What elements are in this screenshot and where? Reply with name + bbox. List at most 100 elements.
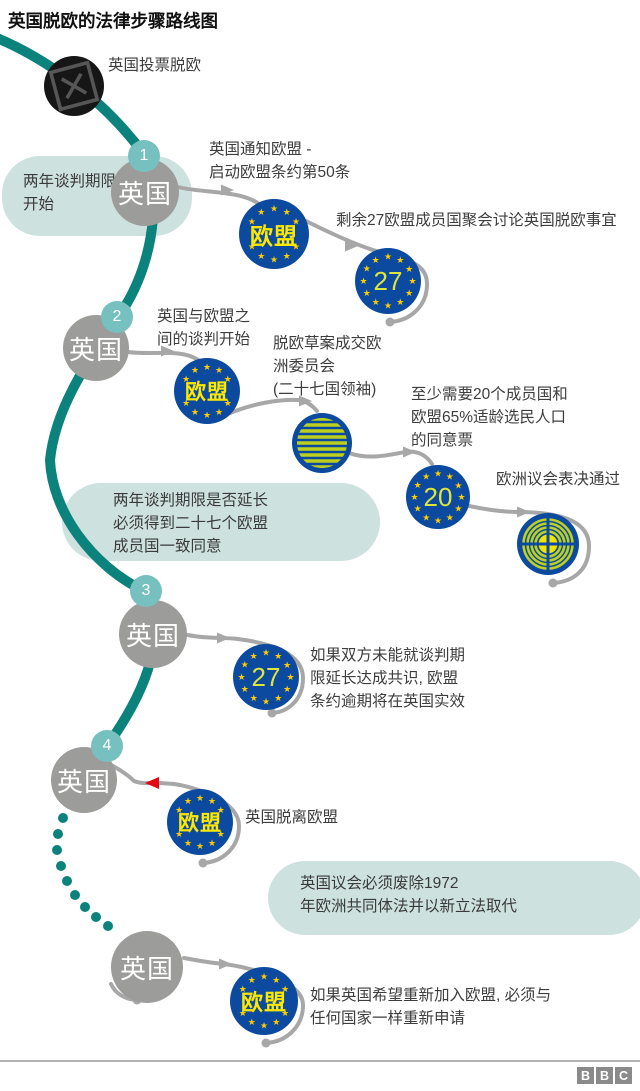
eu27-node-1: ★★★★★★★★★★★★ 27 bbox=[355, 248, 421, 314]
svg-text:★: ★ bbox=[422, 472, 430, 482]
svg-text:★: ★ bbox=[283, 207, 291, 217]
svg-text:★: ★ bbox=[250, 651, 258, 661]
eu20-count: 20 bbox=[423, 481, 453, 512]
eu20-node: ★★★★★★★★★★★★ 20 bbox=[406, 465, 470, 529]
step-badge-2: 2 bbox=[101, 301, 133, 333]
svg-text:★: ★ bbox=[396, 255, 404, 265]
connector-eu2-council bbox=[228, 397, 319, 415]
svg-text:★: ★ bbox=[414, 504, 422, 514]
svg-text:★: ★ bbox=[434, 516, 442, 526]
annotation-step5: 如果英国希望重新加入欧盟, 必须与 任何国家一样重新申请 bbox=[310, 987, 552, 1027]
svg-text:★: ★ bbox=[272, 975, 280, 985]
teal-dotted-path bbox=[52, 813, 113, 931]
annotation-step1b: 剩余27欧盟成员国聚会讨论英国脱欧事宜 bbox=[336, 212, 617, 229]
step-badge-4: 4 bbox=[91, 730, 123, 762]
uk-node-5-label: 英国 bbox=[119, 953, 174, 984]
eu-node-5-label: 欧盟 bbox=[240, 990, 287, 1015]
eu-node-1: ★★★★★★★★★★ 欧盟 bbox=[239, 199, 309, 269]
uk-node-2-label: 英国 bbox=[68, 334, 123, 365]
eu-flag-icon: ★★★★★★★★★★ bbox=[174, 358, 240, 424]
referendum-node bbox=[44, 56, 104, 116]
svg-text:★: ★ bbox=[283, 251, 291, 261]
svg-text:★: ★ bbox=[454, 504, 462, 514]
svg-text:★: ★ bbox=[257, 207, 265, 217]
callout-repeal-1972-act: 英国议会必须废除1972 年欧洲共同体法并以新立法取代 bbox=[268, 861, 640, 935]
svg-text:★: ★ bbox=[182, 398, 190, 408]
annotation-referendum: 英国投票脱欧 bbox=[108, 57, 202, 74]
svg-text:★: ★ bbox=[182, 374, 190, 384]
svg-text:★: ★ bbox=[446, 472, 454, 482]
annotation-step2b: 脱欧草案成交欧 洲委员会 (二十七国领袖) bbox=[273, 335, 382, 398]
callout-repeal-1972-act-text: 英国议会必须废除1972 年欧洲共同体法并以新立法取代 bbox=[300, 875, 518, 915]
svg-text:★: ★ bbox=[292, 216, 300, 226]
svg-text:★: ★ bbox=[203, 410, 211, 420]
svg-text:★: ★ bbox=[262, 697, 270, 707]
svg-text:★: ★ bbox=[257, 251, 265, 261]
eu-parliament-icon bbox=[517, 513, 579, 575]
svg-text:★: ★ bbox=[372, 297, 380, 307]
svg-text:★: ★ bbox=[454, 480, 462, 490]
svg-text:★: ★ bbox=[248, 216, 256, 226]
svg-text:★: ★ bbox=[237, 672, 245, 682]
eu-council-node bbox=[292, 413, 352, 473]
svg-text:★: ★ bbox=[422, 512, 430, 522]
svg-text:★: ★ bbox=[191, 365, 199, 375]
eu27-count: 27 bbox=[373, 265, 403, 296]
svg-text:★: ★ bbox=[384, 252, 392, 262]
annotation-step2c: 至少需要20个成员国和 欧盟65%适龄选民人口 的同意票 bbox=[411, 386, 568, 449]
uk-node-4: 英国 bbox=[51, 747, 117, 813]
svg-text:★: ★ bbox=[283, 684, 291, 694]
svg-text:★: ★ bbox=[224, 374, 232, 384]
svg-text:★: ★ bbox=[260, 972, 268, 982]
svg-text:★: ★ bbox=[250, 693, 258, 703]
svg-text:★: ★ bbox=[408, 276, 416, 286]
svg-text:★: ★ bbox=[241, 684, 249, 694]
eu-20-stars-icon: ★★★★★★★★★★★★ bbox=[406, 465, 470, 529]
svg-text:★: ★ bbox=[272, 1017, 280, 1027]
svg-text:★: ★ bbox=[283, 660, 291, 670]
svg-text:★: ★ bbox=[208, 796, 216, 806]
uk-node-3-label: 英国 bbox=[125, 620, 180, 651]
uk-node-5: 英国 bbox=[111, 931, 183, 1003]
step-badge-1: 1 bbox=[128, 140, 160, 172]
svg-text:★: ★ bbox=[184, 796, 192, 806]
svg-text:★: ★ bbox=[196, 793, 204, 803]
connector-council-20 bbox=[347, 449, 434, 466]
eu-node-2: ★★★★★★★★★★ 欧盟 bbox=[174, 358, 240, 424]
svg-text:★: ★ bbox=[363, 288, 371, 298]
svg-text:★: ★ bbox=[434, 469, 442, 479]
svg-text:★: ★ bbox=[405, 288, 413, 298]
svg-text:★: ★ bbox=[372, 255, 380, 265]
annotation-step3: 如果双方未能就谈判期 限延长达成共识, 欧盟 条约逾期将在英国实效 bbox=[310, 647, 466, 710]
svg-text:★: ★ bbox=[203, 362, 211, 372]
svg-text:★: ★ bbox=[274, 693, 282, 703]
annotation-step1: 英国通知欧盟 - 启动欧盟条约第50条 bbox=[209, 141, 351, 181]
eu-parliament-node bbox=[517, 513, 579, 575]
step-badge-3: 3 bbox=[130, 575, 162, 607]
eu-flag-icon: ★★★★★★★★★★ bbox=[239, 199, 309, 269]
svg-text:★: ★ bbox=[224, 398, 232, 408]
svg-text:★: ★ bbox=[270, 204, 278, 214]
svg-text:★: ★ bbox=[414, 480, 422, 490]
svg-text:★: ★ bbox=[248, 242, 256, 252]
callout-extension-unanimity-text: 两年谈判期限是否延长 必须得到二十七个欧盟 成员国一致同意 bbox=[113, 492, 269, 555]
bbc-logo-block: B bbox=[596, 1067, 613, 1084]
svg-text:★: ★ bbox=[215, 365, 223, 375]
svg-text:★: ★ bbox=[410, 492, 418, 502]
svg-text:★: ★ bbox=[260, 1021, 268, 1031]
svg-text:★: ★ bbox=[215, 407, 223, 417]
svg-text:★: ★ bbox=[446, 512, 454, 522]
svg-text:★: ★ bbox=[196, 841, 204, 851]
svg-text:★: ★ bbox=[248, 975, 256, 985]
annotation-step2d: 欧洲议会表决通过 bbox=[496, 471, 621, 488]
svg-text:★: ★ bbox=[286, 672, 294, 682]
eu-node-4-label: 欧盟 bbox=[178, 812, 222, 835]
page-title: 英国脱欧的法律步骤路线图 bbox=[8, 11, 218, 31]
eu-council-stripes-icon bbox=[292, 413, 352, 473]
svg-text:★: ★ bbox=[457, 492, 465, 502]
eu-node-4: ★★★★★★★★★★ 欧盟 bbox=[167, 789, 233, 855]
svg-text:★: ★ bbox=[191, 407, 199, 417]
svg-text:★: ★ bbox=[248, 1017, 256, 1027]
svg-text:★: ★ bbox=[262, 648, 270, 658]
